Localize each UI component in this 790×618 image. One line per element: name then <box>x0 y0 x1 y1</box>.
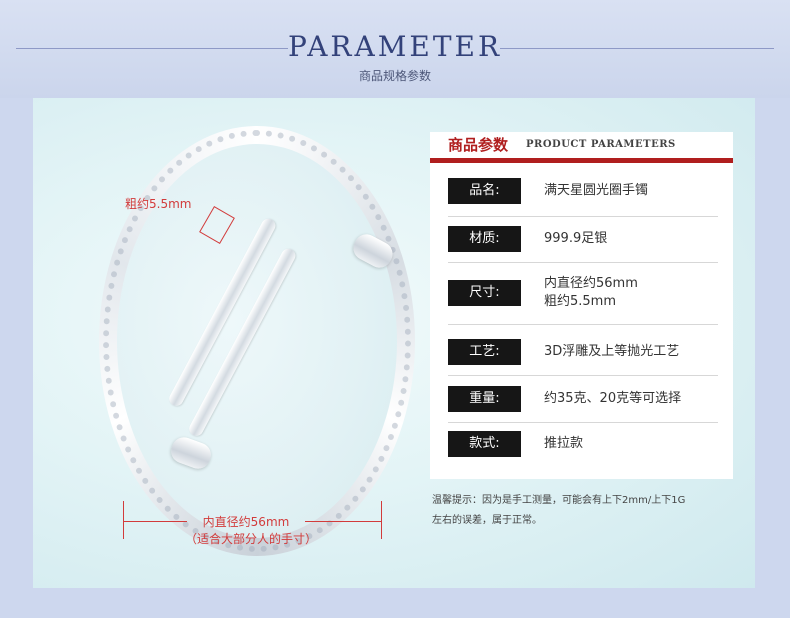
dimension-line-right <box>305 521 381 522</box>
bangle-illustration: 粗约5.5mm 内直径约56mm （适合大部分人的手寸） <box>33 98 433 588</box>
param-label: 材质: <box>448 226 521 252</box>
param-label: 尺寸: <box>448 280 521 306</box>
header-band <box>0 0 790 98</box>
bangle-star-pattern <box>103 130 411 552</box>
param-label: 工艺: <box>448 339 521 365</box>
param-value: 3D浮雕及上等抛光工艺 <box>544 344 680 359</box>
row-divider <box>448 262 718 263</box>
row-divider <box>448 216 718 217</box>
inner-diameter-label: 内直径约56mm <box>202 515 290 529</box>
header-divider-left <box>16 48 288 49</box>
param-label: 品名: <box>448 178 521 204</box>
dimension-tick-right <box>381 501 382 539</box>
row-divider <box>448 375 718 376</box>
param-value: 推拉款 <box>544 436 584 451</box>
param-value: 999.9足银 <box>544 231 608 246</box>
header-divider-right <box>500 48 774 49</box>
param-label: 重量: <box>448 386 521 412</box>
fit-note: （适合大部分人的手寸） <box>184 532 317 546</box>
row-divider <box>448 422 718 423</box>
param-value: 内直径约56mm <box>544 276 638 291</box>
param-value: 满天星圆光圈手镯 <box>544 183 649 198</box>
bangle-inner-space <box>117 144 397 538</box>
param-value: 约35克、20克等可选择 <box>544 391 682 406</box>
tip-line: 温馨提示：因为是手工测量，可能会有上下2mm/上下1G <box>432 495 686 506</box>
page-title: PARAMETER <box>287 30 503 63</box>
card-title: 商品参数 <box>448 136 509 154</box>
measurement-tip: 温馨提示：因为是手工测量，可能会有上下2mm/上下1G 左右的误差，属于正常。 <box>432 491 752 531</box>
param-value-secondary: 粗约5.5mm <box>544 294 617 309</box>
dimension-tick-left <box>123 501 124 539</box>
row-divider <box>448 324 718 325</box>
tip-line: 左右的误差，属于正常。 <box>432 515 542 526</box>
card-title-bar <box>430 158 733 163</box>
card-subtitle: PRODUCT PARAMETERS <box>526 139 676 150</box>
page-subtitle: 商品规格参数 <box>358 69 431 83</box>
parameter-card: 商品参数 PRODUCT PARAMETERS 品名: 满天星圆光圈手镯 材质:… <box>430 132 733 479</box>
dimension-line-left <box>123 521 187 522</box>
thickness-label: 粗约5.5mm <box>125 197 192 211</box>
param-label: 款式: <box>448 431 521 457</box>
